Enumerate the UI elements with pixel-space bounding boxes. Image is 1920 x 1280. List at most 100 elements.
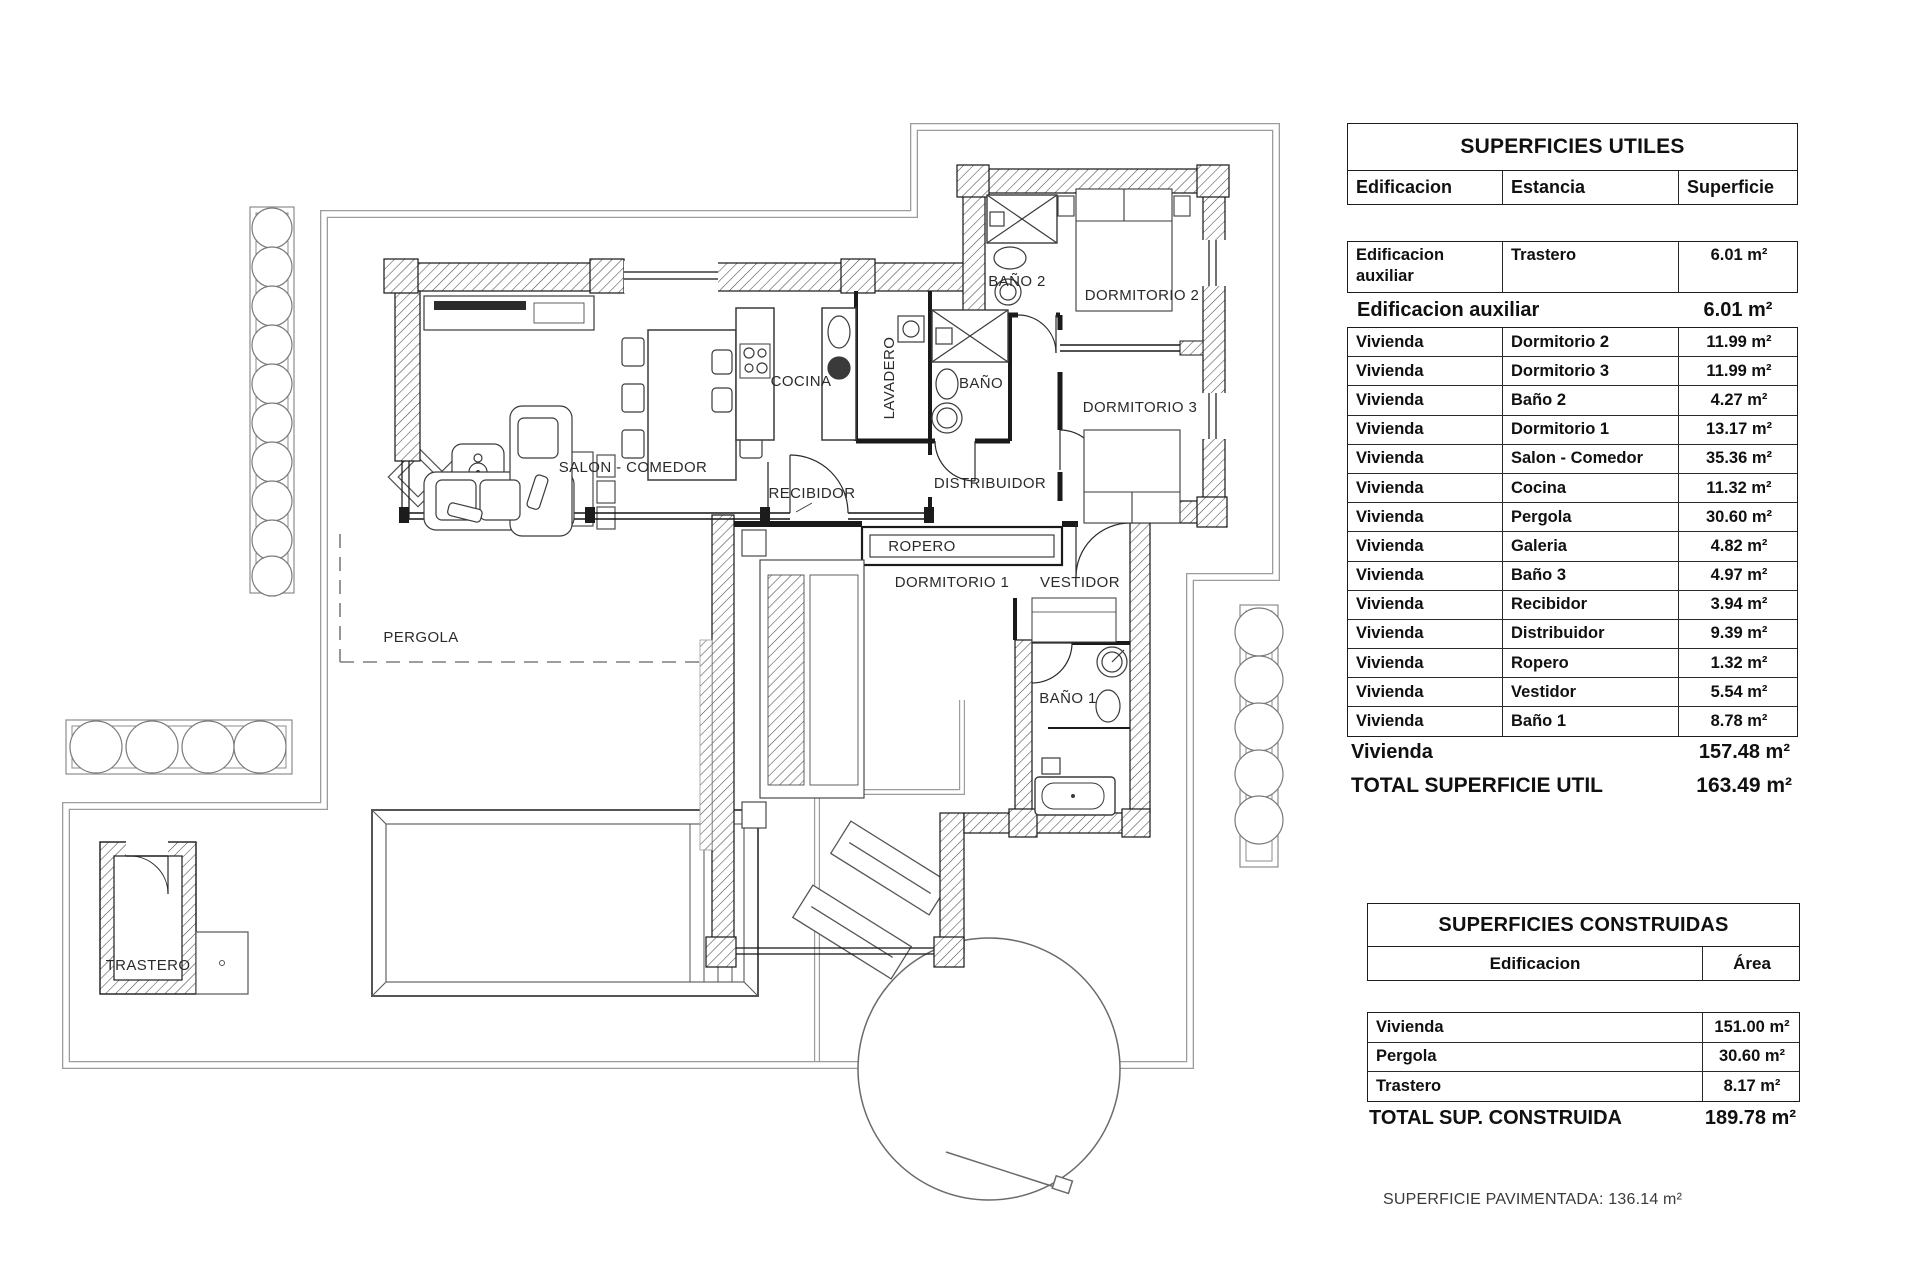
table-header: Edificacion Área — [1367, 947, 1800, 981]
summary-label: Edificacion auxiliar — [1357, 298, 1540, 321]
bathroom-fixtures — [931, 194, 1128, 816]
table-title: SUPERFICIES CONSTRUIDAS — [1367, 903, 1800, 947]
room-label-salon-comedor: SALON - COMEDOR — [559, 459, 708, 476]
room-label-ropero: ROPERO — [888, 538, 955, 555]
table-cell: Vivienda — [1348, 386, 1503, 415]
table-cell: 151.00 m² — [1714, 1017, 1790, 1036]
column-header: Edificacion — [1348, 171, 1503, 204]
table-cell: Baño 1 — [1503, 707, 1679, 736]
table-cell: 5.54 m² — [1710, 682, 1768, 701]
table-cell: Vivienda — [1348, 444, 1503, 473]
tree-row-bottom — [65, 719, 293, 775]
toilet-icon — [993, 246, 1027, 270]
table-cell: Pergola — [1368, 1042, 1703, 1071]
table-cell: 8.17 m² — [1723, 1076, 1781, 1095]
table-cell: 35.36 m² — [1705, 449, 1773, 468]
table-cell: 4.97 m² — [1710, 566, 1768, 585]
pergola-zone — [339, 534, 712, 663]
total-construida-row: TOTAL SUP. CONSTRUIDA 189.78 m² — [1367, 1102, 1800, 1136]
tree-row-right — [1234, 604, 1284, 868]
round-terrace — [857, 937, 1121, 1201]
table-cell: Vivienda — [1348, 649, 1503, 678]
total-util-row: TOTAL SUPERFICIE UTIL 163.49 m² — [1347, 769, 1798, 803]
table-cell: Vivienda — [1348, 619, 1503, 649]
door-arc — [129, 855, 169, 895]
table-cell: Vivienda — [1348, 678, 1503, 707]
table-cell: 30.60 m² — [1705, 507, 1773, 526]
toilet-icon — [1095, 689, 1121, 723]
table-cell: Salon - Comedor — [1503, 444, 1679, 473]
cooktop-icon — [739, 343, 771, 379]
table-cell: Vivienda — [1368, 1013, 1703, 1042]
doors — [789, 314, 1131, 684]
windows — [401, 240, 1228, 955]
property-boundary — [62, 123, 1280, 1069]
table-cell: 13.17 m² — [1705, 420, 1773, 439]
room-labels: SALON - COMEDOR COCINA LAVADERO BAÑO BAÑ… — [106, 273, 1199, 974]
trastero-building — [99, 840, 249, 995]
aux-building-row: Edificacion auxiliar Trastero 6.01 m² — [1347, 241, 1798, 293]
trastero-porch — [195, 931, 249, 995]
summary-value: 6.01 m² — [1703, 298, 1773, 321]
lounger-icon — [829, 820, 951, 916]
table-cell: Vivienda — [1348, 415, 1503, 444]
tree-icon — [251, 207, 293, 597]
table-cell: Ropero — [1503, 649, 1679, 678]
column-header: Edificacion — [1368, 947, 1703, 980]
tree-row-left — [249, 206, 295, 597]
total-value: 189.78 m² — [1704, 1107, 1796, 1129]
room-label-vestidor: VESTIDOR — [1040, 574, 1120, 591]
vestidor-closet — [1031, 597, 1117, 643]
total-label: TOTAL SUPERFICIE UTIL — [1351, 773, 1604, 797]
mullion — [399, 507, 934, 523]
room-label-distribuidor: DISTRIBUIDOR — [934, 475, 1046, 492]
table-cell: Vivienda — [1348, 328, 1503, 357]
table-cell: Vivienda — [1348, 473, 1503, 503]
vivienda-summary-row: Vivienda 157.48 m² — [1347, 737, 1798, 769]
swimming-pool — [371, 809, 759, 997]
paved-surface-note: SUPERFICIE PAVIMENTADA: 136.14 m² — [1383, 1191, 1683, 1208]
table-cell: Baño 2 — [1503, 386, 1679, 415]
table-cell: Vestidor — [1503, 678, 1679, 707]
table-cell: Edificacion auxiliar — [1348, 242, 1503, 292]
room-label-dormitorio-3: DORMITORIO 3 — [1083, 399, 1198, 416]
table-cell: Trastero — [1503, 242, 1679, 292]
table-cell: 6.01 m² — [1710, 246, 1768, 264]
table-cell: Dormitorio 2 — [1503, 328, 1679, 357]
table-cell: Recibidor — [1503, 590, 1679, 619]
sofa — [423, 405, 575, 537]
table-cell: 9.39 m² — [1710, 624, 1768, 643]
sink-icon — [827, 315, 851, 349]
room-label-trastero: TRASTERO — [106, 957, 191, 974]
column-header: Estancia — [1503, 171, 1679, 204]
summary-value: 157.48 m² — [1698, 741, 1790, 764]
interior-walls — [734, 291, 1204, 729]
room-label-dormitorio-1: DORMITORIO 1 — [895, 574, 1010, 591]
column-header: Superficie — [1687, 177, 1775, 197]
beds — [741, 188, 1191, 829]
room-label-pergola: PERGOLA — [383, 629, 458, 646]
room-label-lavadero: LAVADERO — [881, 337, 898, 420]
table-header: Edificacion Estancia Superficie — [1347, 171, 1798, 205]
room-label-recibidor: RECIBIDOR — [769, 485, 856, 502]
stone-texture-strip — [699, 639, 713, 851]
washer-icon — [897, 315, 925, 343]
table-cell: Vivienda — [1348, 532, 1503, 561]
room-label-bano-2: BAÑO 2 — [988, 273, 1045, 290]
ropero-closet — [860, 525, 1064, 567]
